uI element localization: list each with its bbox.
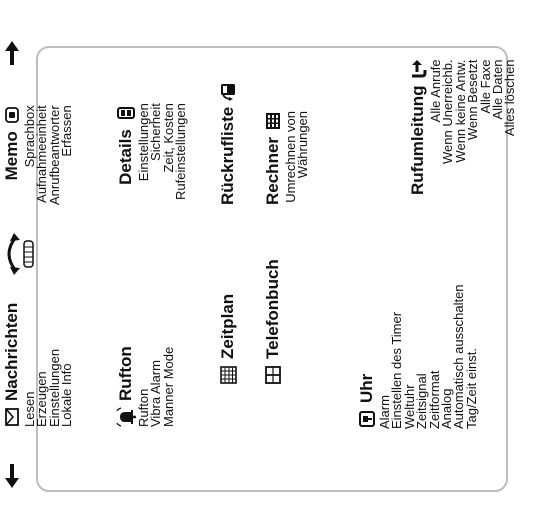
menu-title: Details bbox=[116, 129, 135, 185]
menu-telefonbuch[interactable]: Telefonbuch bbox=[263, 259, 283, 385]
menu-item[interactable]: Lokale Info bbox=[59, 363, 75, 427]
menu-nachrichten[interactable]: Nachrichten Lesen Erzeugen Einstellungen… bbox=[2, 303, 74, 427]
menu-item[interactable]: Tag/Zeit einst. bbox=[463, 348, 479, 429]
menu-title: Telefonbuch bbox=[263, 259, 282, 359]
memo-icon bbox=[2, 105, 22, 125]
menu-zeitplan[interactable]: Zeitplan bbox=[218, 294, 238, 385]
menu-title: Rückrufliste bbox=[218, 106, 237, 205]
arrow-right-icon[interactable] bbox=[5, 41, 19, 65]
menu-item[interactable]: Rufeinstellungen bbox=[173, 103, 189, 200]
menu-item[interactable]: Währungen bbox=[295, 110, 311, 179]
menu-rufumleitung[interactable]: Rufumleitung Alle Anrufe Wenn Unerreichb… bbox=[408, 59, 517, 195]
phonebook-icon bbox=[263, 365, 283, 385]
menu-uhr[interactable]: Uhr Alarm Einstellen des Timer Weltuhr Z… bbox=[357, 284, 479, 429]
menu-title: Memo bbox=[2, 131, 21, 181]
menu-item[interactable]: Erfassen bbox=[59, 105, 75, 157]
menu-title: Rufumleitung bbox=[408, 85, 427, 195]
menu-item[interactable]: Manner Mode bbox=[160, 346, 176, 427]
menu-rueckrufliste[interactable]: Rückrufliste bbox=[218, 81, 238, 205]
menu-title: Uhr bbox=[357, 373, 376, 403]
menu-title: Rufton bbox=[116, 346, 135, 401]
menu-rechner[interactable]: Rechner Umrechnen von Währungen bbox=[263, 111, 310, 205]
menu-title: Zeitplan bbox=[218, 293, 237, 359]
clock-icon bbox=[357, 409, 377, 429]
calculator-icon bbox=[263, 111, 283, 131]
bell-icon bbox=[116, 407, 136, 427]
phone-details-icon bbox=[116, 103, 136, 123]
menu-title: Nachrichten bbox=[2, 302, 21, 401]
rotate-roller-icon[interactable] bbox=[0, 231, 40, 277]
menu-rufton[interactable]: Rufton Rufton Vibra Alarm Manner Mode bbox=[116, 346, 176, 427]
arrow-left-icon[interactable] bbox=[5, 464, 19, 488]
menu-item[interactable]: Alles löschen bbox=[502, 59, 518, 137]
calendar-icon bbox=[218, 365, 238, 385]
callback-icon bbox=[218, 81, 238, 101]
menu-memo[interactable]: Memo Sprachbox Aufnahmeeinheit Anrufbean… bbox=[2, 105, 74, 205]
call-divert-icon bbox=[408, 59, 428, 79]
menu-title: Rechner bbox=[263, 136, 282, 205]
menu-details[interactable]: Details Einstellungen Sicherheit Zeit, K… bbox=[116, 103, 188, 200]
envelope-icon bbox=[2, 407, 22, 427]
